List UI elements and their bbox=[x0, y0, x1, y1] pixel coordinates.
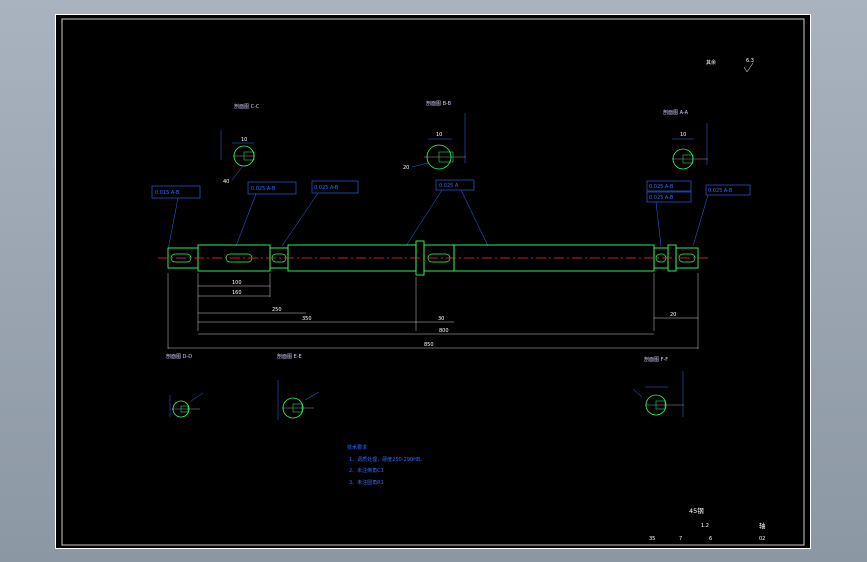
svg-text:2、未注倒角C1: 2、未注倒角C1 bbox=[349, 467, 384, 474]
svg-text:3、未注圆角R1: 3、未注圆角R1 bbox=[349, 479, 384, 486]
svg-text:0.015 A-B: 0.015 A-B bbox=[155, 190, 180, 196]
svg-text:剖面图 F-F: 剖面图 F-F bbox=[644, 356, 668, 363]
section-f-f: 剖面图 F-F bbox=[632, 356, 684, 417]
svg-text:0.025 A-B: 0.025 A-B bbox=[708, 188, 733, 194]
roughness-label: 其余 bbox=[706, 59, 716, 66]
section-b-b: 剖面图 B-B 10 20 bbox=[403, 100, 466, 171]
svg-text:850: 850 bbox=[424, 342, 434, 348]
svg-text:40: 40 bbox=[223, 179, 229, 185]
roughness-value: 6.3 bbox=[746, 58, 754, 64]
svg-text:剖面图 E-E: 剖面图 E-E bbox=[277, 353, 302, 360]
svg-text:250: 250 bbox=[272, 307, 282, 313]
svg-text:0.025 A-B: 0.025 A-B bbox=[649, 184, 674, 190]
svg-text:剖面图 C-C: 剖面图 C-C bbox=[234, 103, 260, 110]
svg-text:剖面图 A-A: 剖面图 A-A bbox=[663, 109, 689, 116]
svg-text:0.025 A: 0.025 A bbox=[439, 183, 459, 189]
technical-notes: 技术要求 1、调质处理，硬度250-290HB。 2、未注倒角C1 3、未注圆角… bbox=[347, 444, 425, 486]
svg-text:7: 7 bbox=[679, 536, 682, 542]
svg-text:0.025 A-B: 0.025 A-B bbox=[251, 186, 276, 192]
tolerance-frames: 0.015 A-B 0.025 A-B 0.025 A-B 0.025 A 0.… bbox=[151, 179, 751, 251]
svg-text:10: 10 bbox=[680, 132, 686, 138]
svg-text:350: 350 bbox=[302, 316, 312, 322]
svg-text:1.2: 1.2 bbox=[701, 523, 709, 529]
svg-text:800: 800 bbox=[439, 328, 449, 334]
svg-text:0.025 A-B: 0.025 A-B bbox=[314, 185, 339, 191]
section-e-e: 剖面图 E-E bbox=[277, 353, 320, 420]
svg-text:100: 100 bbox=[232, 280, 242, 286]
roughness-symbol bbox=[743, 62, 754, 73]
section-d-d: 剖面图 D-D bbox=[166, 353, 204, 418]
svg-text:35: 35 bbox=[649, 536, 655, 542]
svg-text:20: 20 bbox=[403, 165, 409, 171]
svg-text:45钢: 45钢 bbox=[689, 507, 704, 515]
cad-drawing: 其余 6.3 剖面图 C-C 10 40 剖面图 B-B 10 20 剖面图 A… bbox=[61, 18, 805, 546]
svg-text:6: 6 bbox=[709, 536, 712, 542]
svg-text:20: 20 bbox=[670, 312, 676, 318]
svg-text:10: 10 bbox=[241, 137, 247, 143]
svg-text:1、调质处理，硬度250-290HB。: 1、调质处理，硬度250-290HB。 bbox=[349, 456, 425, 463]
svg-text:技术要求: 技术要求 bbox=[347, 444, 367, 451]
svg-text:轴: 轴 bbox=[759, 521, 766, 530]
svg-text:10: 10 bbox=[436, 132, 442, 138]
svg-text:30: 30 bbox=[438, 316, 444, 322]
svg-text:160: 160 bbox=[232, 290, 242, 296]
svg-text:0.025 A-B: 0.025 A-B bbox=[649, 195, 674, 201]
dimension-lines: 100 160 250 350 30 800 850 20 bbox=[167, 273, 699, 349]
svg-text:02: 02 bbox=[759, 536, 765, 542]
drawing-sheet: 其余 6.3 剖面图 C-C 10 40 剖面图 B-B 10 20 剖面图 A… bbox=[55, 14, 811, 549]
svg-text:剖面图 B-B: 剖面图 B-B bbox=[426, 100, 452, 107]
svg-text:剖面图 D-D: 剖面图 D-D bbox=[166, 353, 192, 360]
shaft-main-view bbox=[158, 240, 708, 276]
inner-frame bbox=[61, 18, 805, 546]
section-a-a: 剖面图 A-A 10 bbox=[663, 109, 708, 170]
section-c-c: 剖面图 C-C 10 40 bbox=[220, 103, 260, 185]
title-block: 45钢 1.2 轴 35 7 6 02 bbox=[649, 507, 766, 542]
